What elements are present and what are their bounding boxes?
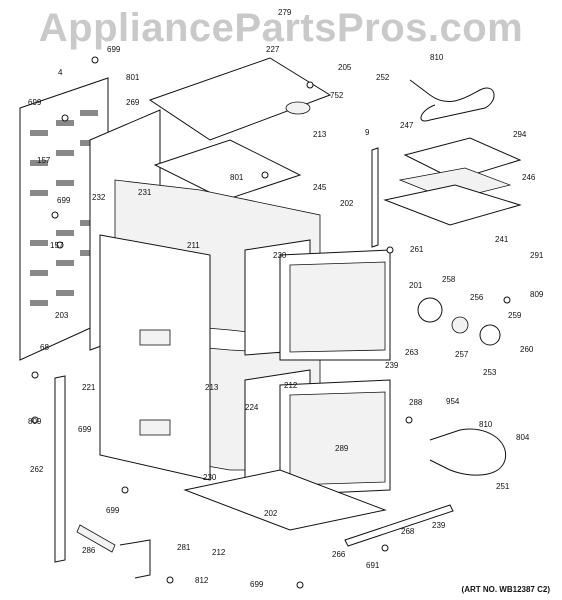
callout-281: 281 [177, 543, 191, 552]
callout-289: 289 [335, 444, 349, 453]
callout-801: 801 [230, 173, 244, 182]
callout-157: 157 [37, 156, 51, 165]
callout-801: 801 [126, 73, 140, 82]
upper-oven-cavity [244, 239, 391, 361]
fasteners [31, 56, 511, 589]
callout-262: 262 [30, 465, 44, 474]
callout-212: 212 [212, 548, 226, 557]
callout-291: 291 [530, 251, 544, 260]
callout-246: 246 [522, 173, 536, 182]
callout-812: 812 [195, 576, 209, 585]
insulation-top [153, 139, 302, 201]
callout-239: 239 [432, 521, 446, 530]
callout-labels: 279 227 205 699 801 752 252 810 294 4 699 269 213 247… [28, 8, 544, 589]
callout-230: 230 [273, 251, 287, 260]
callout-68: 68 [40, 343, 49, 352]
lower-oven-cavity [244, 369, 391, 496]
callout-212: 212 [284, 381, 298, 390]
callout-230: 230 [203, 473, 217, 482]
callout-157: 157 [50, 241, 64, 250]
callout-804: 804 [516, 433, 530, 442]
callout-253: 253 [483, 368, 497, 377]
callout-259: 259 [508, 311, 522, 320]
callout-954: 954 [446, 397, 460, 406]
callout-286: 286 [82, 546, 96, 555]
callout-203: 203 [55, 311, 69, 320]
callout-279: 279 [278, 8, 292, 17]
broil-element [409, 79, 495, 122]
callout-258: 258 [442, 275, 456, 284]
callout-261: 261 [410, 245, 424, 254]
callout-752: 752 [330, 91, 344, 100]
callout-213: 213 [205, 383, 219, 392]
side-panel-right [99, 234, 211, 481]
callout-260: 260 [520, 345, 534, 354]
callout-232: 232 [92, 193, 106, 202]
callout-201: 201 [409, 281, 423, 290]
oven-rack [383, 184, 522, 226]
callout-256: 256 [470, 293, 484, 302]
callout-213: 213 [313, 130, 327, 139]
callout-294: 294 [513, 130, 527, 139]
callout-699: 699 [28, 98, 42, 107]
bake-element [429, 428, 507, 476]
callout-691: 691 [366, 561, 380, 570]
callout-211: 211 [187, 241, 200, 250]
callout-202: 202 [264, 509, 278, 518]
callout-809: 809 [530, 290, 544, 299]
callout-810: 810 [430, 53, 444, 62]
callout-9: 9 [365, 128, 370, 137]
callout-224: 224 [245, 403, 259, 412]
callout-269: 269 [126, 98, 140, 107]
callout-810: 810 [479, 420, 493, 429]
callout-288: 288 [409, 398, 423, 407]
callout-699: 699 [106, 506, 120, 515]
callout-251: 251 [496, 482, 510, 491]
callout-4: 4 [58, 68, 63, 77]
callout-239: 239 [385, 361, 399, 370]
hinge-parts [76, 524, 151, 579]
art-number: (ART NO. WB12387 C2) [461, 585, 550, 594]
callout-266: 266 [332, 550, 346, 559]
callout-699: 699 [78, 425, 92, 434]
callout-241: 241 [495, 235, 509, 244]
broiler-pan [398, 137, 522, 201]
convection-fan [417, 297, 501, 346]
callout-205: 205 [338, 63, 352, 72]
callout-245: 245 [313, 183, 327, 192]
callout-227: 227 [266, 45, 280, 54]
trim-strips [54, 147, 454, 563]
callout-221: 221 [82, 383, 96, 392]
top-cover [148, 57, 332, 141]
callout-257: 257 [455, 350, 469, 359]
callout-202: 202 [340, 199, 354, 208]
callout-231: 231 [138, 188, 152, 197]
callout-699: 699 [107, 45, 121, 54]
callout-247: 247 [400, 121, 414, 130]
bottom-tray [183, 469, 387, 531]
callout-809: 809 [28, 417, 42, 426]
callout-268: 268 [401, 527, 415, 536]
callout-699: 699 [250, 580, 264, 589]
callout-699: 699 [57, 196, 71, 205]
callout-252: 252 [376, 73, 390, 82]
callout-263: 263 [405, 348, 419, 357]
watermark: AppliancePartsPros.com [38, 6, 524, 50]
